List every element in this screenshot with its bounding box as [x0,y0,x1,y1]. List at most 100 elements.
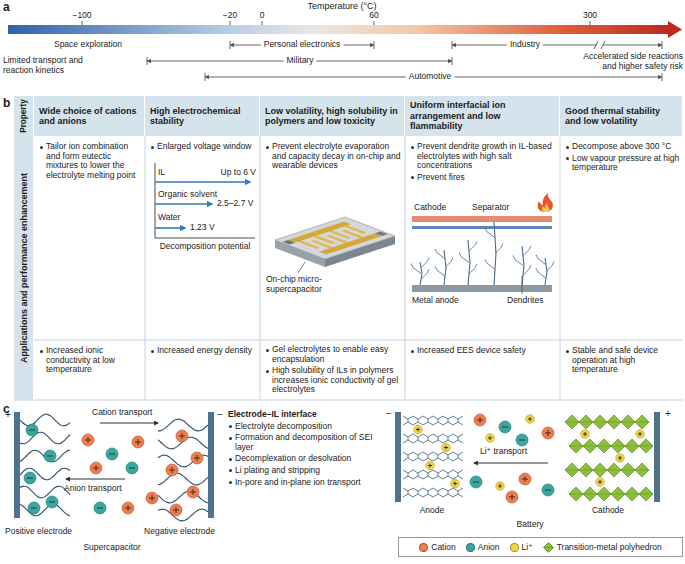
cell-text: High solubility of ILs in polymers incre… [265,366,402,395]
range-label: Space exploration [54,40,122,50]
transition-metal-polyhedron [621,415,635,429]
transition-metal-polyhedron [639,439,653,453]
tick-label: 0 [260,11,265,21]
polyhedron-edge [597,494,611,495]
transition-metal-polyhedron [583,439,597,453]
heading-text: Good thermal stability and low volatilit… [565,106,677,127]
section-heading: Electrode–IL interface [228,410,317,420]
range-end [230,41,231,49]
polyhedron-edge [625,494,639,495]
tick-label: 60 [369,11,378,21]
graphene-layer [403,422,463,425]
range-end [374,41,375,49]
chart-label: Up to 6 V [221,168,256,178]
range-end [205,73,206,81]
cation [90,462,102,474]
polyhedron-edge [579,470,593,471]
column-heading-cell: Wide choice of cations and anions [34,96,145,136]
range-label: Military [284,56,317,66]
fire-icon [538,193,553,212]
panel-letter: a [3,1,10,15]
heading-text: Applications and performance enhancement [18,173,28,363]
cell-text: Prevent electrolyte evaporation and capa… [265,142,402,171]
graphene-layer [403,488,463,491]
chart-label: Organic solvent [158,190,217,200]
side-note: Limited transport and reaction kinetics [3,56,103,75]
polyhedron-edge [607,422,621,423]
axis-break [594,41,605,49]
tick-marks [82,21,590,25]
legend-swatch [419,543,428,552]
lithium-ion [596,478,604,486]
anion [126,462,138,474]
polarity-sign: + [5,409,11,420]
temperature-bar [8,21,682,38]
polyhedron-edge [593,422,607,423]
column-heading-cell: Good thermal stability and low volatilit… [560,96,683,136]
cell-text: Prevent fires [410,173,557,183]
dendrite-branch [435,249,445,259]
dendrite-branch [495,244,503,254]
dendrite-branch [421,258,429,268]
polyhedron-swatch [543,542,554,553]
heading-text: Low volatility, high solubility in polym… [265,106,399,127]
chart-label: IL [158,168,165,178]
porous-carbon [158,419,208,431]
chart-label: Water [158,213,180,223]
heading-text: Uniform interfacial ion arrangement and … [410,100,554,131]
part-label: Cathode [414,203,446,213]
porous-carbon [158,491,208,503]
dendrite-branch [546,262,554,272]
device-label: Battery [517,520,544,530]
range-end [662,73,663,81]
polyhedron-edge [625,446,639,447]
dendrite-branch [523,246,531,256]
part-label: Anode [420,506,445,516]
chart-label: 1.23 V [190,223,215,233]
lithium-ion [426,461,434,469]
dendrite-cell [411,193,554,294]
transition-metal-polyhedron [635,415,649,429]
cell-text: Gel electrolytes to enable easy encapsul… [265,345,402,364]
polyhedron-edge [611,446,625,447]
battery-drawing [395,412,660,502]
range-end [452,41,453,49]
anion [28,502,40,514]
legend-swatch [466,543,475,552]
cation [191,452,203,464]
micro-supercapacitor-chip [275,217,395,273]
polyhedron-edge [607,470,621,471]
graphene-layer [403,416,463,419]
dendrite-branch [469,264,477,274]
transition-metal-polyhedron [569,439,583,453]
column-heading-cell: Uniform interfacial ion arrangement and … [405,96,560,136]
polyhedron-edge [565,422,579,423]
cation [474,414,486,426]
range-label: Industry [507,40,543,50]
polyhedron-edge [579,422,593,423]
transition-metal-polyhedron [639,487,653,501]
polyhedron-edge [569,446,583,447]
column-heading-cell: Low volatility, high solubility in polym… [260,96,405,136]
transition-metal-polyhedron [625,487,639,501]
lithium-ion [486,434,494,442]
transition-metal-polyhedron [569,487,583,501]
legend-item: Li⁺ [510,542,533,552]
part-label: Positive electrode [5,527,72,537]
supercapacitor-drawing [14,412,214,521]
legend-item: Anion [466,542,500,552]
legend-swatch [510,543,519,552]
electrode-pad [288,222,351,243]
dendrite-branch [513,256,523,266]
part-label: Negative electrode [144,527,215,537]
range-end [452,57,453,65]
lithium-ion [616,454,624,462]
range-end [662,41,663,49]
legend-item: Cation [419,542,456,552]
cation [82,434,94,446]
dendrite-branch [536,255,546,265]
porous-carbon [20,504,70,516]
legend-item: Transition-metal polyhedron [543,542,662,553]
polarity-sign: − [217,409,223,420]
